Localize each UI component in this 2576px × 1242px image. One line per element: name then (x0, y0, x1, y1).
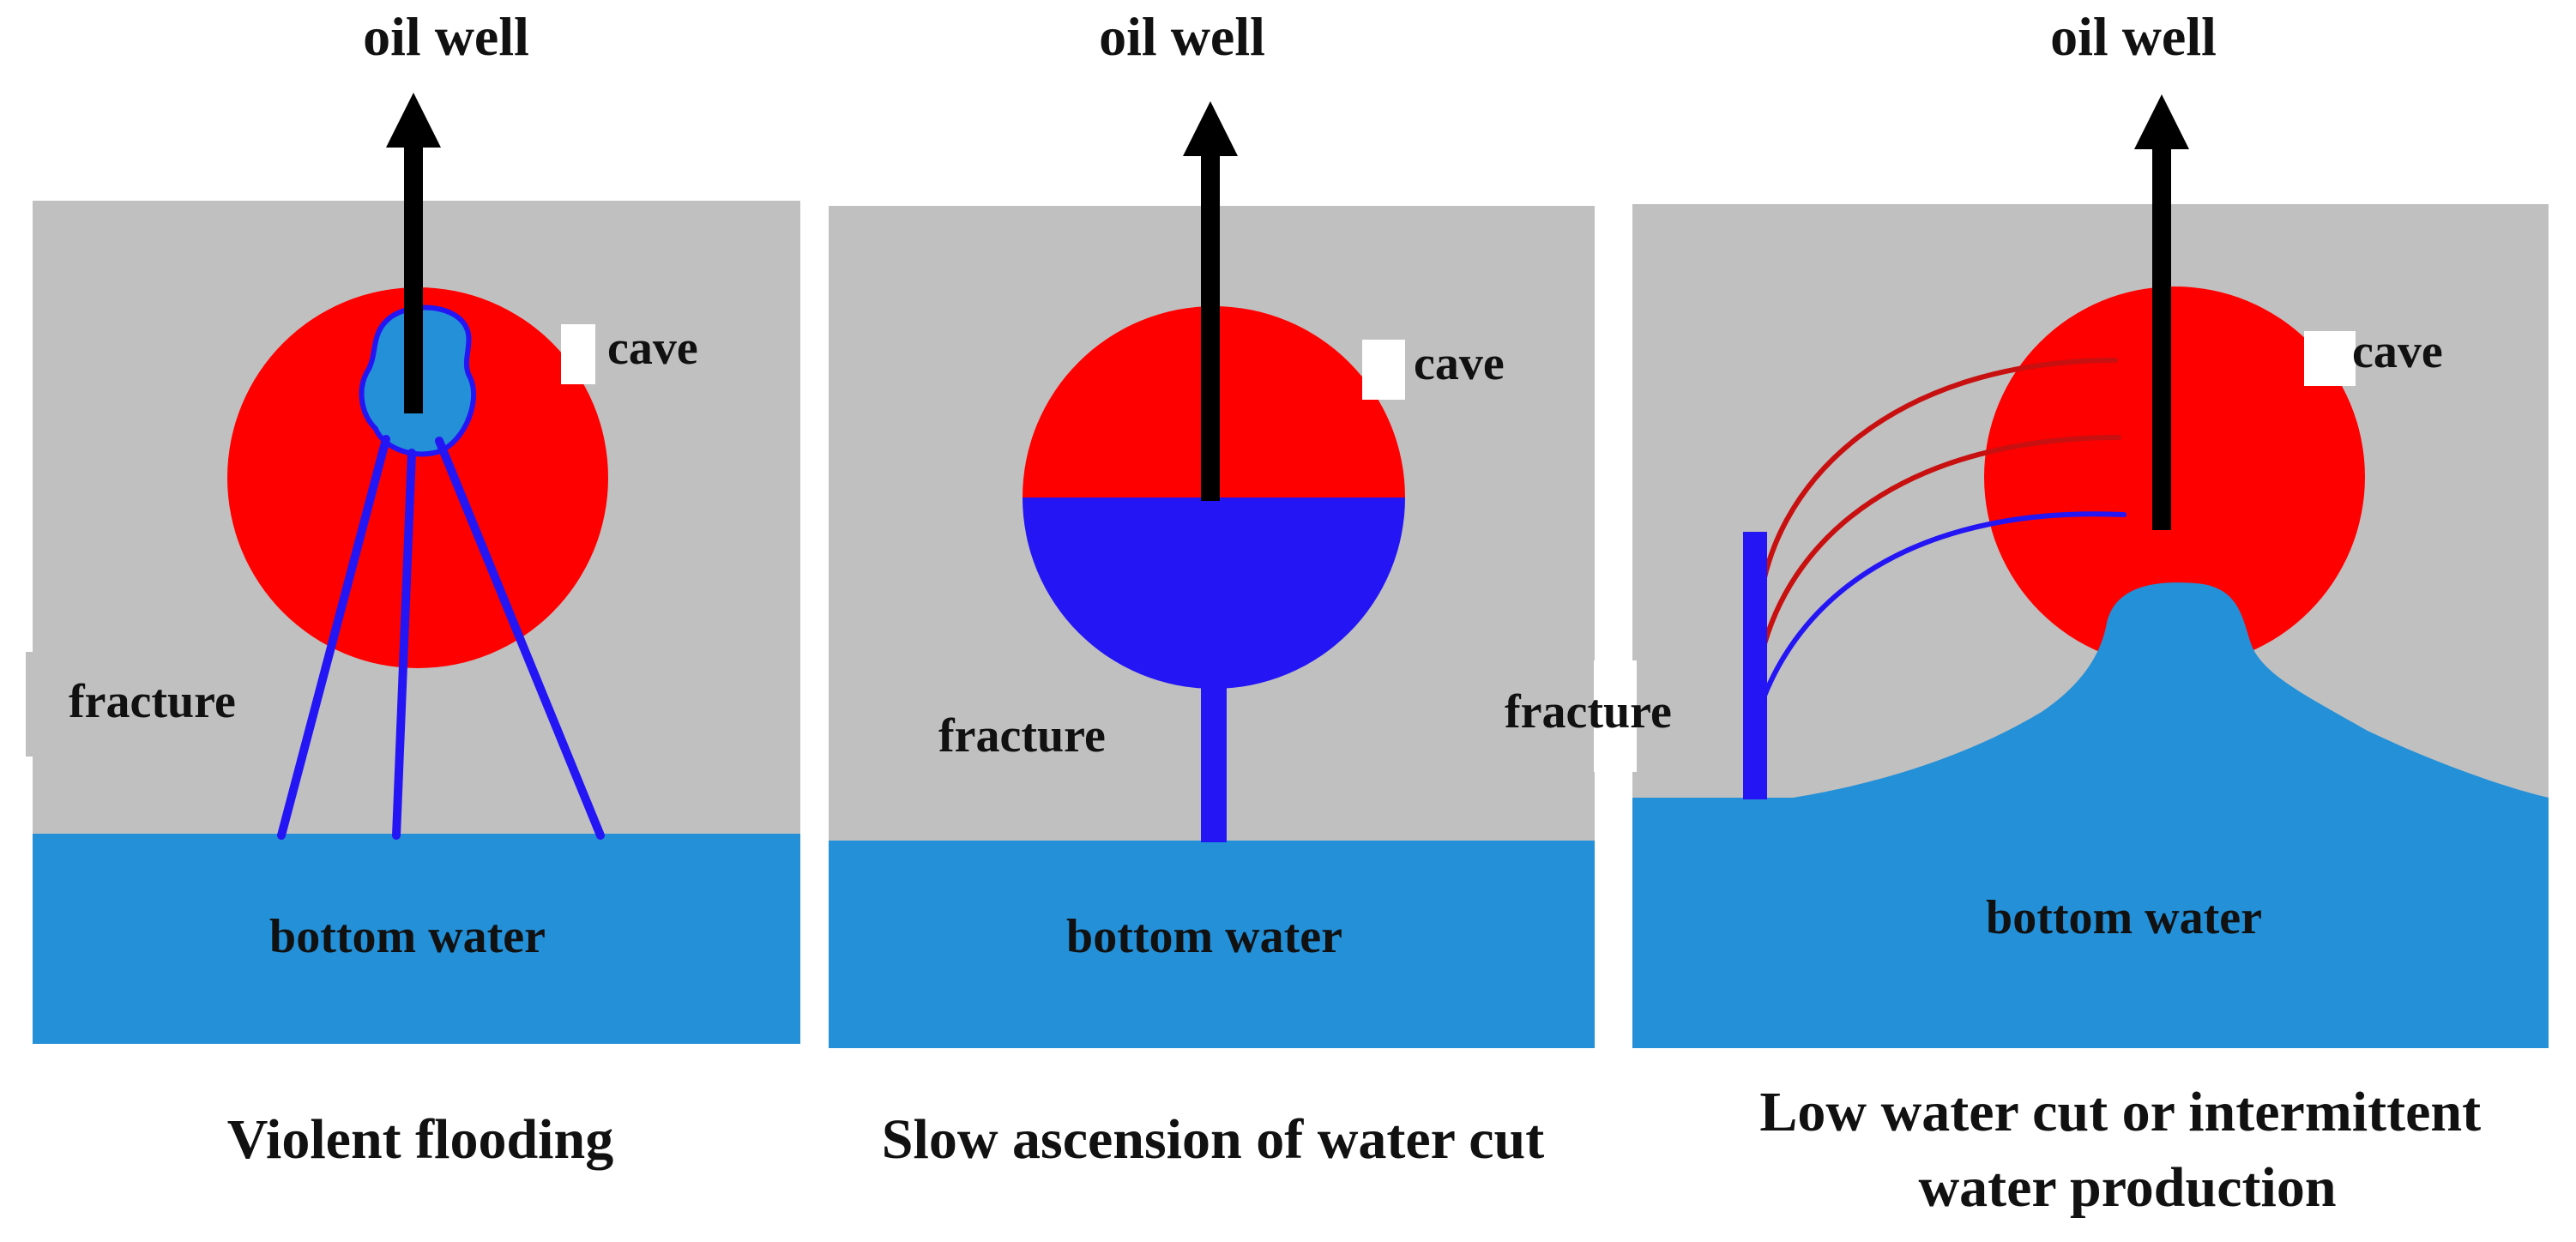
bottom-water-label: bottom water (269, 910, 546, 963)
oil-well-label: oil well (1099, 6, 1265, 67)
panel-caption: Violent flooding (227, 1108, 613, 1171)
bottom-water-layer (33, 834, 800, 1044)
oil-well-label: oil well (363, 6, 529, 67)
panel-caption: Low water cut or intermittent water prod… (1759, 1081, 2495, 1219)
oil-flow-path (1756, 358, 2118, 620)
flow-paths (1756, 358, 2127, 714)
fracture-label: fracture (1505, 685, 1672, 739)
label-backdrop (1362, 340, 1405, 400)
fractures (277, 435, 605, 840)
panel-slow-ascension: oil well cave fracture bottom water Slow… (829, 6, 1595, 1171)
water-flow-path (1756, 511, 2127, 714)
oil-flow-path (1756, 435, 2121, 672)
fracture-line (277, 435, 390, 840)
oil-well-arrow (1183, 101, 1238, 501)
bottom-water-label: bottom water (1066, 910, 1342, 963)
panel-low-water-cut: oil well cave fracture bottom water Low … (1505, 6, 2549, 1219)
bottom-water-label: bottom water (1986, 891, 2262, 944)
oil-well-label: oil well (2050, 6, 2217, 67)
cave-oil (1984, 286, 2365, 667)
bottom-water-layer (829, 841, 1595, 1048)
cave-oil (227, 287, 608, 668)
bottom-water-cone (1632, 582, 2549, 1048)
fracture-line (392, 449, 416, 840)
fracture-label: fracture (938, 709, 1106, 763)
fracture-label: fracture (69, 675, 236, 728)
caption-line: Violent flooding (227, 1108, 613, 1171)
label-backdrop (561, 324, 595, 384)
cave-water (1023, 497, 1405, 689)
caption-line: water production (1918, 1156, 2336, 1219)
label-backdrop (1594, 660, 1637, 772)
caption-line: Low water cut or intermittent (1759, 1081, 2481, 1143)
panel-violent-flooding: oil well cave fracture bottom water Viol… (26, 6, 800, 1171)
label-backdrop (2304, 331, 2356, 386)
cave-label: cave (607, 322, 698, 375)
panel-caption: Slow ascension of water cut (882, 1108, 1544, 1171)
fracture-channel (1743, 532, 1767, 799)
label-backdrop (26, 652, 297, 757)
fracture-line (435, 437, 605, 840)
oil-well-arrow (386, 93, 441, 413)
caption-line: Slow ascension of water cut (882, 1108, 1544, 1171)
cave-label: cave (1414, 337, 1505, 390)
oil-well-arrow (2134, 94, 2189, 530)
cave-label: cave (2352, 325, 2443, 378)
